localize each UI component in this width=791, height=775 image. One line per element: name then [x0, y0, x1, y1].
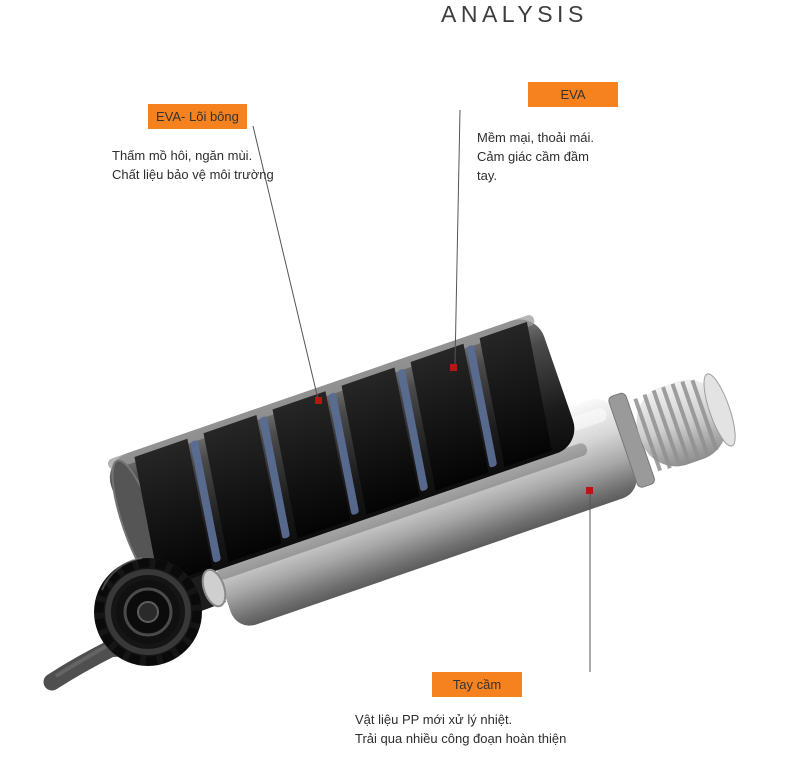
leader-line-eva — [454, 109, 461, 366]
callout-desc-eva: Mềm mại, thoải mái. Cảm giác cầm đầm tay… — [477, 128, 594, 185]
shell-shadow — [217, 443, 588, 580]
marker-dot-eva — [450, 364, 457, 371]
cap-hub — [137, 601, 159, 623]
cap-ring — [105, 569, 191, 655]
core-stripe — [259, 416, 290, 539]
desc-line: Thấm mồ hôi, ngăn mùi. — [112, 148, 253, 163]
cap-gear-teeth — [94, 558, 202, 666]
marker-dot-eva-core — [315, 397, 322, 404]
leader-line-eva-core — [252, 125, 319, 400]
core-stripe — [397, 369, 428, 491]
desc-line: Vật liệu PP mới xử lý nhiệt. — [355, 712, 513, 727]
page-title: ANALYSIS — [441, 1, 588, 27]
foam-segments — [134, 321, 552, 586]
foam-segment — [479, 321, 552, 468]
desc-line: Trải qua nhiều công đoạn hoàn thiện — [355, 731, 567, 746]
foam-segment — [203, 415, 282, 563]
threaded-tip — [633, 373, 736, 472]
desc-line: Mềm mại, thoải mái. — [477, 130, 595, 145]
cap-highlight-arc — [101, 557, 143, 591]
callout-label-eva: EVA — [528, 82, 618, 107]
tip-end-face — [703, 373, 736, 447]
desc-line: tay. — [477, 168, 497, 183]
foam-segment — [272, 391, 351, 539]
desc-line: Chất liệu bảo vệ môi trường — [112, 167, 274, 182]
foam-segment — [410, 343, 489, 491]
foam-segment — [134, 438, 213, 586]
handle-assembly — [107, 315, 736, 626]
callout-label-handle: Tay cầm — [432, 672, 522, 697]
rope-cable — [43, 639, 121, 691]
shaft-silver-ring — [201, 568, 227, 608]
core-stripe — [328, 392, 359, 515]
desc-line: Cảm giác cầm đầm — [477, 149, 589, 164]
callout-desc-eva-core: Thấm mồ hôi, ngăn mùi. Chất liệu bảo vệ … — [112, 146, 274, 184]
core-stripe — [466, 345, 497, 468]
callout-desc-handle: Vật liệu PP mới xử lý nhiệt. Trải qua nh… — [355, 710, 566, 748]
cable-highlight — [54, 642, 111, 678]
callout-label-eva-core: EVA- Lõi bông — [148, 104, 247, 129]
marker-dot-handle — [586, 487, 593, 494]
bearing-end-cap — [43, 557, 227, 691]
core-stripe — [190, 440, 221, 563]
cutaway-shell — [107, 315, 575, 587]
foam-segment — [341, 367, 420, 515]
